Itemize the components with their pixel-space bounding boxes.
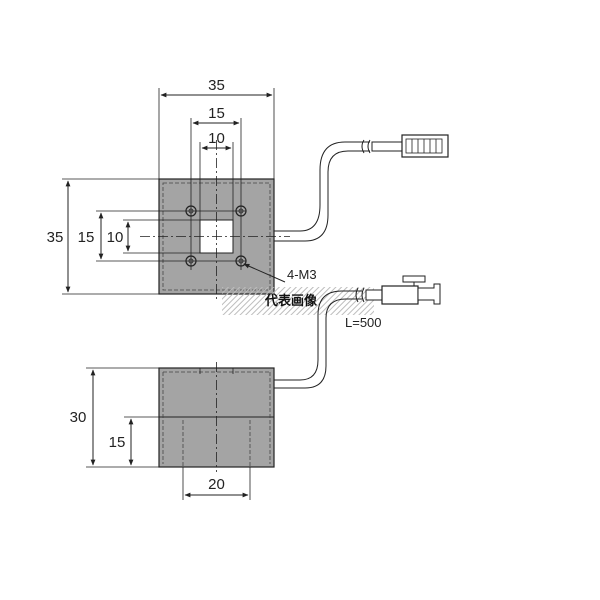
hole-callout-label: 4-M3 — [287, 267, 317, 282]
top-cable — [274, 141, 370, 232]
dim-height-35-label: 35 — [47, 229, 64, 246]
dim-side-step-15-label: 15 — [109, 434, 126, 451]
hole-callout-leader — [243, 263, 286, 283]
dim-vpitch-10-label: 10 — [107, 229, 124, 246]
top-connector — [371, 134, 449, 158]
side-connector — [365, 275, 441, 305]
side-cable — [274, 290, 362, 381]
top-view: 35 15 10 35 15 10 4-M3 — [47, 77, 449, 300]
side-view: 30 15 20 L=500 — [70, 275, 441, 500]
dim-pitch-15-label: 15 — [208, 105, 225, 122]
dim-pitch-10-label: 10 — [208, 130, 225, 147]
cable-length-label: L=500 — [345, 315, 382, 330]
representative-image-label: 代表画像 — [264, 293, 318, 309]
dim-width-35-label: 35 — [208, 77, 225, 94]
dim-side-height-30-label: 30 — [70, 409, 87, 426]
dim-vpitch-15-label: 15 — [78, 229, 95, 246]
representative-image-band: 代表画像 — [222, 287, 374, 315]
dim-side-width-20-label: 20 — [208, 476, 225, 493]
